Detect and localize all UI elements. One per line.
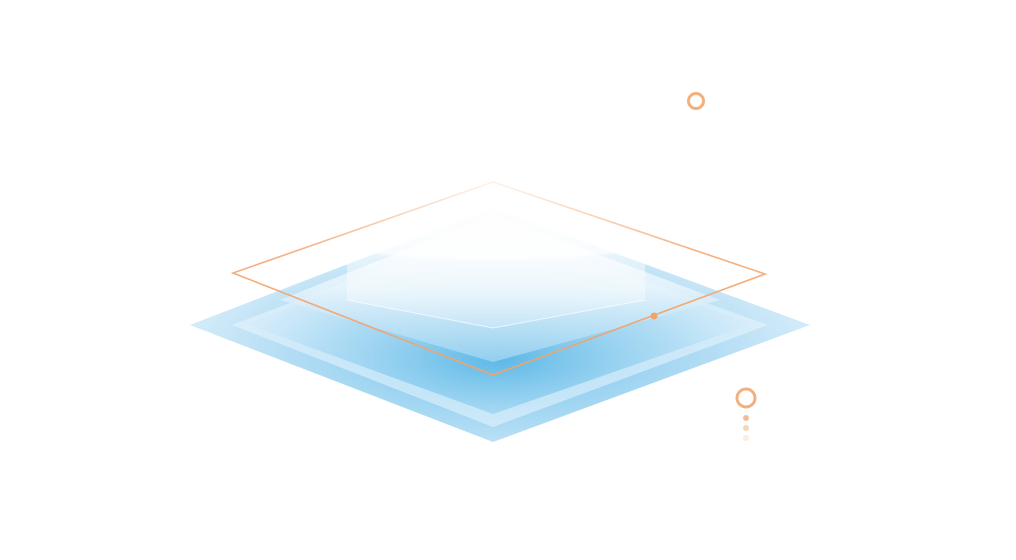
top-glow xyxy=(263,170,723,260)
orange-outline-frame xyxy=(230,181,768,376)
dot-decoration-icon xyxy=(735,387,757,441)
outline-node-dot xyxy=(650,312,658,320)
top-box-fold xyxy=(346,299,646,329)
ring-decoration-icon xyxy=(687,92,705,110)
